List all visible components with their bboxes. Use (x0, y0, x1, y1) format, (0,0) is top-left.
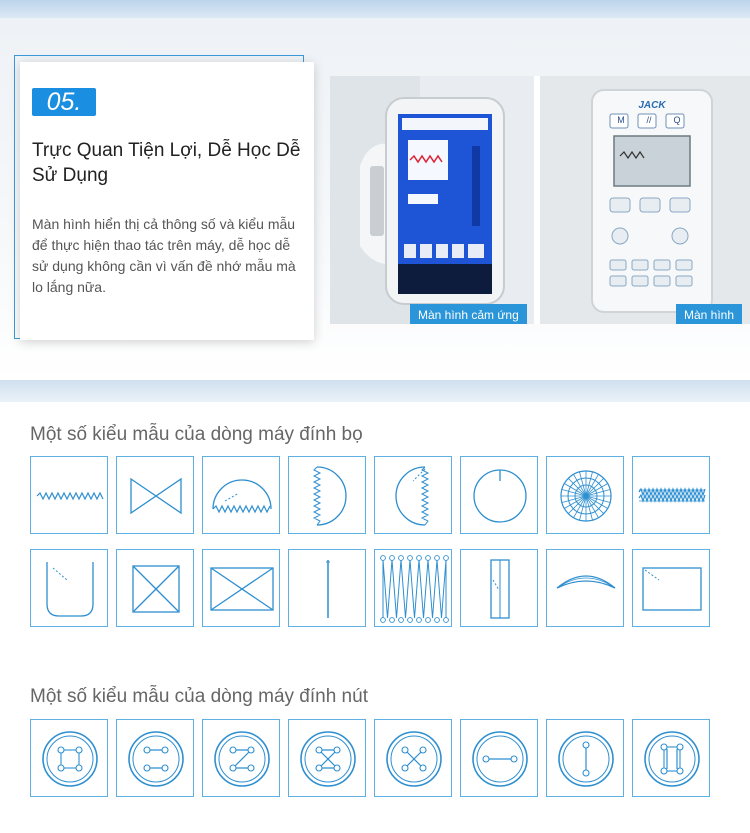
bartack-pattern-arc-band (546, 549, 624, 627)
panel-button-slash: // (646, 115, 652, 125)
bartack-pattern-vertical-line (288, 549, 366, 627)
panel-illustration (330, 76, 750, 324)
bartack-pattern-half-circle-flat (202, 456, 280, 534)
arc-band-icon (556, 575, 616, 589)
bartack-pattern-dense-zigzag-grid (374, 549, 452, 627)
square-cross-icon (132, 565, 180, 613)
bartack-pattern-rectangle-corner-slash (632, 549, 710, 627)
vertical-rect-slash-icon (490, 559, 510, 619)
feature-title: Trực Quan Tiện Lợi, Dễ Học Dễ Sử Dụng (32, 140, 301, 186)
bartack-pattern-double-zigzag (632, 456, 710, 534)
vertical-line-icon (326, 560, 330, 618)
button-box-4-icon (644, 731, 700, 787)
control-panel-photo: JACK M // Q Màn hình cảm ứng Màn hình (330, 76, 750, 324)
panel-button-q: Q (673, 115, 681, 125)
brand-logo: JACK (638, 100, 666, 111)
button-pattern-button-2-horizontal (460, 719, 538, 797)
bartack-pattern-vertical-rect-slash (460, 549, 538, 627)
bartack-pattern-circle-notch (460, 456, 538, 534)
button-cross-4-icon (300, 731, 356, 787)
circle-notch-icon (473, 469, 527, 523)
bartack-pattern-rectangle-cross (202, 549, 280, 627)
panel-button-m: M (617, 115, 625, 125)
bartack-pattern-half-circle-left (288, 456, 366, 534)
half-circle-left-icon (312, 466, 347, 526)
bartack-pattern-half-circle-right (374, 456, 452, 534)
half-circle-flat-icon (212, 479, 272, 514)
button-pattern-button-box-4 (632, 719, 710, 797)
feature-description: Màn hình hiển thị cả thông số và kiểu mẫ… (32, 216, 296, 295)
button-section-title: Một số kiểu mẫu của dòng máy đính nút (30, 686, 368, 707)
bowtie-icon (130, 477, 182, 515)
button-parallel-4-icon (128, 731, 184, 787)
button-pattern-button-parallel-4 (116, 719, 194, 797)
pocket-shape-icon (46, 562, 94, 617)
button-x-4-icon (386, 731, 442, 787)
button-2-vertical-icon (558, 731, 614, 787)
feature-card: 05. Trực Quan Tiện Lợi, Dễ Học Dễ Sử Dụn… (20, 62, 314, 340)
display-screen-caption: Màn hình (676, 304, 743, 324)
bartack-pattern-zigzag-line (30, 456, 108, 534)
button-pattern-button-square-4 (30, 719, 108, 797)
button-pattern-button-x-4 (374, 719, 452, 797)
button-2-horizontal-icon (472, 731, 528, 787)
bartack-pattern-bowtie (116, 456, 194, 534)
bartack-pattern-square-cross (116, 549, 194, 627)
dense-zigzag-grid-icon (380, 555, 449, 623)
button-square-4-icon (42, 731, 98, 787)
button-pattern-button-2-vertical (546, 719, 624, 797)
half-circle-right-icon (395, 466, 430, 526)
top-decor-band (0, 0, 750, 18)
touch-screen-caption: Màn hình cảm ứng (410, 304, 527, 324)
rectangle-cross-icon (210, 567, 274, 611)
feature-number-badge: 05. (32, 88, 96, 116)
bartack-pattern-sunburst-circle (546, 456, 624, 534)
sunburst-circle-icon (560, 470, 612, 522)
zigzag-line-icon (36, 491, 104, 501)
bartack-pattern-pocket-shape (30, 549, 108, 627)
button-pattern-button-z-4 (202, 719, 280, 797)
divider-band (0, 380, 750, 402)
button-z-4-icon (214, 731, 270, 787)
rectangle-corner-slash-icon (642, 567, 702, 611)
double-zigzag-icon (638, 487, 706, 503)
button-pattern-button-cross-4 (288, 719, 366, 797)
bartack-section-title: Một số kiểu mẫu của dòng máy đính bọ (30, 424, 363, 445)
